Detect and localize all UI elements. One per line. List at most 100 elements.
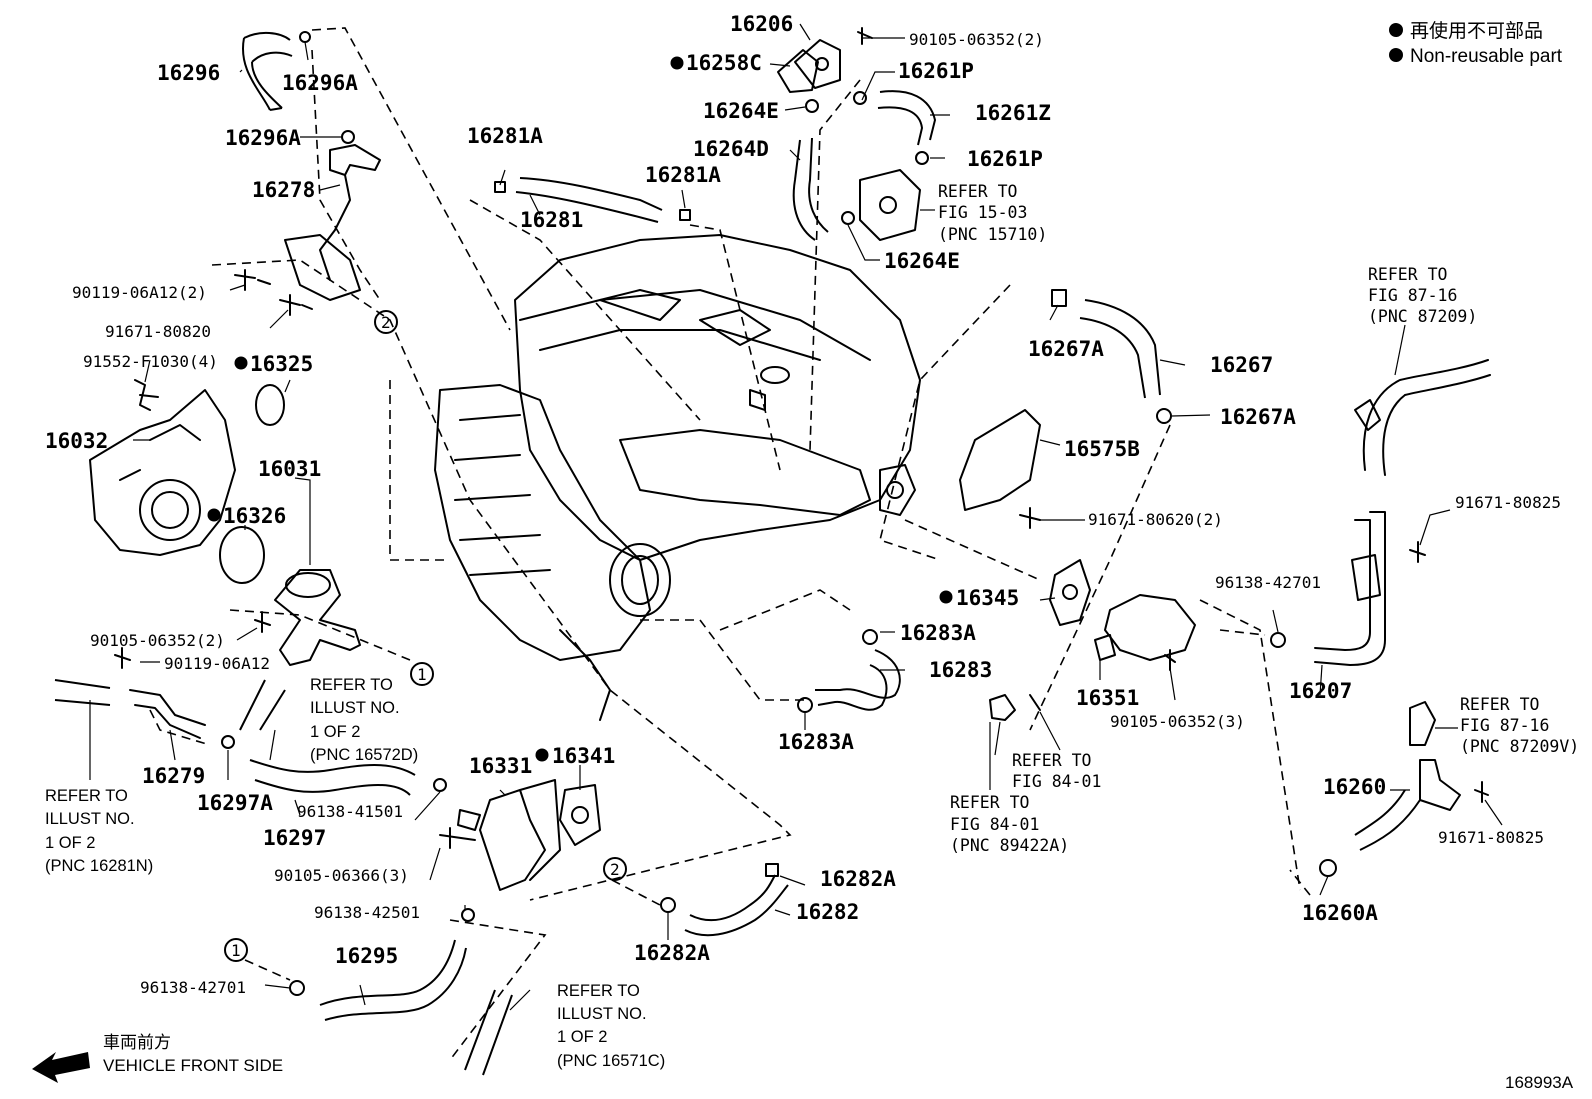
non-reusable-dot-icon (1389, 48, 1403, 62)
bolt-90105-06352-icon (857, 27, 873, 45)
ref-fig8401a-line1: REFER TO (1012, 751, 1091, 770)
hose-16282 (684, 874, 789, 937)
ref-16281N-line1: REFER TO (45, 787, 128, 805)
bracket-16278-lower (284, 234, 361, 301)
clamp-16260A (1319, 859, 1337, 877)
bolt-90105-06366-icon (439, 827, 476, 849)
component-fig-15-03 (859, 169, 921, 241)
label-16032: 16032 (45, 429, 108, 453)
gasket-16341 (559, 784, 601, 846)
callout-2-lower-text: 2 (610, 860, 620, 879)
gasket-16345 (1049, 559, 1091, 626)
label-16283A-bottom: 16283A (778, 730, 854, 754)
clamp-16267A-top (1051, 289, 1067, 307)
legend-jp: 再使用不可部品 (1410, 20, 1543, 42)
hose-16260 (1354, 789, 1421, 851)
label-16281A-right: 16281A (645, 163, 721, 187)
arrow-left-icon (32, 1052, 90, 1083)
non-reusable-dot-icon (535, 748, 549, 762)
vehicle-front-indicator: 車両前方 VEHICLE FRONT SIDE (32, 1033, 283, 1083)
label-16283A-top: 16283A (900, 621, 976, 645)
label-16261P-mid: 16261P (967, 147, 1043, 171)
clamp-16282A-bottom (660, 897, 676, 913)
label-16296A-mid: 16296A (225, 126, 301, 150)
clamp-16282A-top (765, 863, 779, 877)
ref-fig1503-line1: REFER TO (938, 182, 1017, 201)
label-16282: 16282 (796, 900, 859, 924)
callout-2-upper (374, 310, 398, 334)
callout-2-lower (603, 857, 627, 881)
bolt-90119-icon (234, 269, 271, 291)
callout-1-lower (224, 938, 248, 962)
ref-fig8401b-line1: REFER TO (950, 793, 1029, 812)
label-16261Z: 16261Z (975, 101, 1051, 125)
label-96138-42701-right: 96138-42701 (1215, 573, 1321, 592)
ref-16572D-line3: 1 OF 2 (310, 723, 360, 741)
hose-16295 (319, 939, 467, 1021)
label-96138-41501: 96138-41501 (297, 802, 403, 821)
ref-fig8716-top-line2: FIG 87-16 (1368, 286, 1457, 305)
label-16297: 16297 (263, 826, 326, 850)
label-16279: 16279 (142, 764, 205, 788)
label-96138-42501: 96138-42501 (314, 903, 420, 922)
label-90119-06A12: 90119-06A12 (164, 654, 270, 673)
hose-16261Z (877, 90, 937, 146)
label-16260: 16260 (1323, 775, 1386, 799)
clamp-16267A-bottom (1156, 408, 1172, 424)
callout-1-mid-text: 1 (417, 665, 427, 684)
o-ring-16326 (219, 526, 265, 584)
label-16267A-bottom: 16267A (1220, 405, 1296, 429)
label-16258C: 16258C (686, 51, 762, 75)
label-16326: 16326 (223, 504, 286, 528)
non-reusable-dot-icon (207, 508, 221, 522)
hose-16281 (515, 177, 663, 223)
clamp-16264E-bottom (841, 211, 855, 225)
bolt-90105-icon (254, 611, 271, 633)
ref-fig8716-bot-line1: REFER TO (1460, 695, 1539, 714)
bolt-91671-80825-top-icon (1409, 541, 1426, 563)
ref-16281N-line4: (PNC 16281N) (45, 857, 153, 875)
pump-pulley-16032 (139, 479, 201, 541)
sensor-fig-84-01 (989, 694, 1016, 721)
ref-16572D-line4: (PNC 16572D) (310, 746, 418, 764)
bolt-90119-06A12-icon (114, 647, 131, 669)
label-91671-80825-bottom: 91671-80825 (1438, 828, 1544, 847)
label-91671-80820: 91671-80820 (105, 322, 211, 341)
ref-fig8716-top-line1: REFER TO (1368, 265, 1447, 284)
hose-16297 (249, 759, 416, 796)
clamp-96138-41501 (433, 778, 447, 792)
direction-en: VEHICLE FRONT SIDE (103, 1056, 283, 1075)
label-16351: 16351 (1076, 686, 1139, 710)
ref-16571C-line1: REFER TO (557, 982, 640, 1000)
label-90105-06352-2: 90105-06352(2) (909, 30, 1044, 49)
non-reusable-dot-icon (1389, 23, 1403, 37)
bolt-91671-80825-bottom-icon (1474, 781, 1489, 803)
clamp-16296A-mid (341, 130, 355, 144)
pipe-16278 (319, 174, 351, 281)
label-16264E-top: 16264E (703, 99, 779, 123)
label-16296: 16296 (157, 61, 220, 85)
label-91552-F1030-4: 91552-F1030(4) (83, 352, 218, 371)
callout-markers: 2 1 2 1 (224, 310, 627, 962)
label-16331: 16331 (469, 754, 532, 778)
connector-fig-87-16-v (1409, 701, 1436, 746)
callout-1-mid (410, 662, 434, 686)
ref-16571C-line3: 1 OF 2 (557, 1028, 607, 1046)
label-90105-06352-3: 90105-06352(3) (1110, 712, 1245, 731)
hose-16283 (815, 649, 901, 711)
label-16296A-top: 16296A (282, 71, 358, 95)
hose-ref-16571C (464, 989, 513, 1076)
clamp-16261P-mid (915, 151, 929, 165)
label-16206: 16206 (730, 12, 793, 36)
label-16267: 16267 (1210, 353, 1273, 377)
label-90105-06352-2b: 90105-06352(2) (90, 631, 225, 650)
clamp-16283A-bottom (797, 697, 813, 713)
non-reusable-markers (207, 56, 953, 762)
ref-fig8401b-line3: (PNC 89422A) (950, 836, 1069, 855)
clamp-96138-42501 (461, 908, 475, 922)
label-16267A-top: 16267A (1028, 337, 1104, 361)
ref-fig8716-top-line3: (PNC 87209) (1368, 307, 1477, 326)
engine-block-drawing (434, 234, 921, 721)
bracket-16575B (959, 409, 1041, 511)
hose-16264D (792, 137, 829, 241)
